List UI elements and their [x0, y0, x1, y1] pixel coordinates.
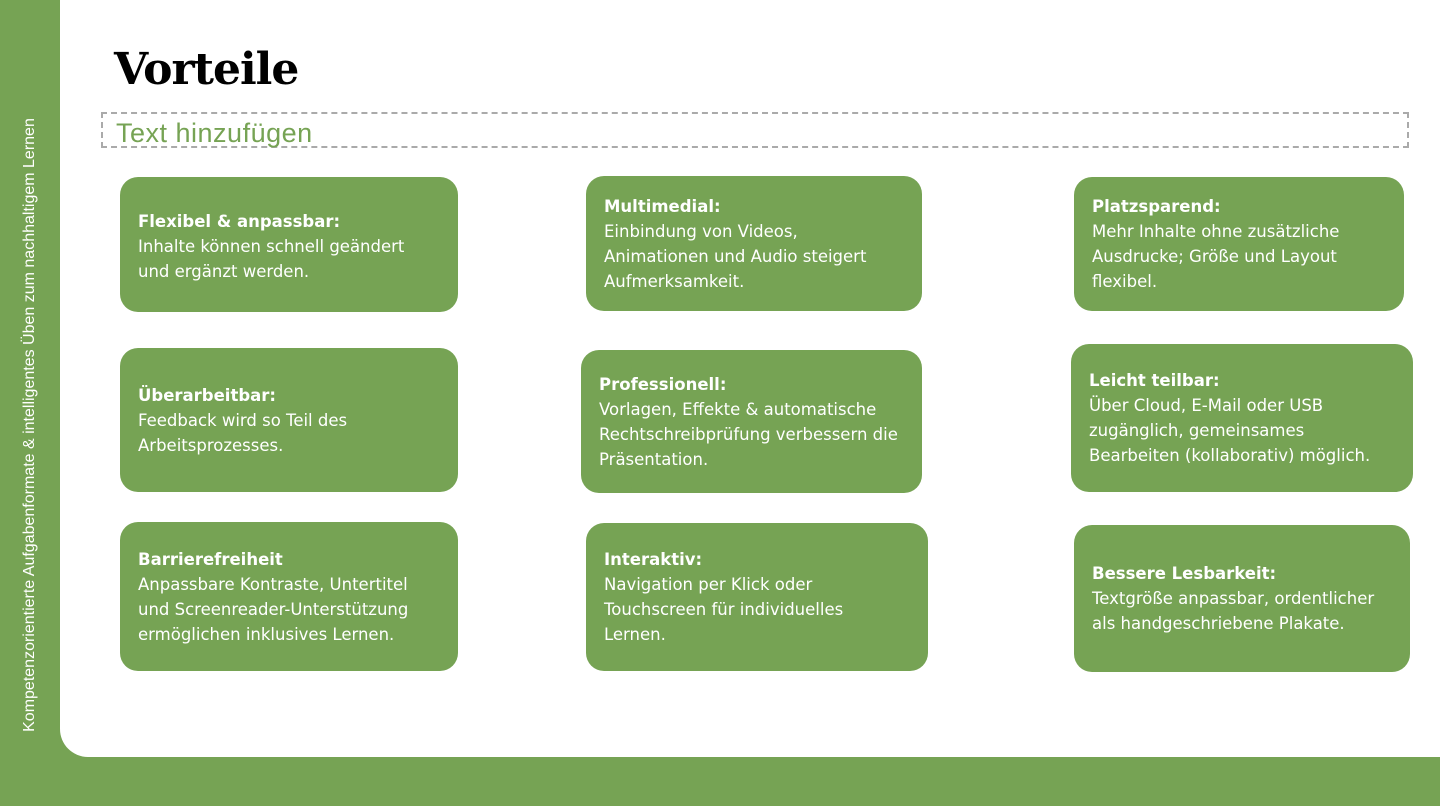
- sidebar-text: Kompetenzorientierte Aufgabenformate & i…: [21, 118, 38, 732]
- card-flexibel[interactable]: Flexibel & anpassbar: Inhalte können schn…: [120, 177, 458, 312]
- sidebar: Kompetenzorientierte Aufgabenformate & i…: [0, 0, 60, 806]
- card-leicht-teilbar[interactable]: Leicht teilbar: Über Cloud, E-Mail oder U…: [1071, 344, 1413, 492]
- card-body: Mehr Inhalte ohne zusätzliche Ausdrucke;…: [1092, 222, 1340, 291]
- card-multimedial[interactable]: Multimedial: Einbindung von Videos, Anima…: [586, 176, 922, 311]
- subtitle-placeholder[interactable]: Text hinzufügen: [101, 112, 1409, 148]
- card-body: Navigation per Klick oder Touchscreen fü…: [604, 575, 844, 644]
- card-body: Über Cloud, E-Mail oder USB zugänglich, …: [1089, 396, 1371, 465]
- card-body: Anpassbare Kontraste, Untertitel und Scr…: [138, 574, 409, 644]
- card-platzsparend[interactable]: Platzsparend: Mehr Inhalte ohne zusätzlic…: [1074, 177, 1404, 311]
- card-heading: Bessere Lesbarkeit:: [1092, 564, 1277, 583]
- card-heading: Leicht teilbar:: [1089, 371, 1220, 390]
- card-heading: Barrierefreiheit: [138, 549, 283, 569]
- card-body: Textgröße anpassbar, ordentlicher als ha…: [1092, 589, 1375, 633]
- slide-title[interactable]: Vorteile: [114, 44, 299, 95]
- card-heading: Professionell:: [599, 374, 727, 394]
- card-interaktiv[interactable]: Interaktiv: Navigation per Klick oder Tou…: [586, 523, 928, 671]
- subtitle-placeholder-text: Text hinzufügen: [116, 118, 313, 148]
- card-heading: Multimedial:: [604, 196, 721, 216]
- card-body: Inhalte können schnell geändert und ergä…: [138, 237, 405, 281]
- card-body: Feedback wird so Teil des Arbeitsprozess…: [138, 410, 348, 455]
- card-heading: Flexibel & anpassbar:: [138, 212, 341, 231]
- card-bessere-lesbarkeit[interactable]: Bessere Lesbarkeit: Textgröße anpassbar, …: [1074, 525, 1410, 672]
- card-heading: Interaktiv:: [604, 550, 703, 569]
- card-heading: Überarbeitbar:: [138, 385, 277, 405]
- card-body: Einbindung von Videos, Animationen und A…: [604, 221, 867, 291]
- card-body: Vorlagen, Effekte & automatische Rechtsc…: [599, 399, 898, 469]
- card-professionell[interactable]: Professionell: Vorlagen, Effekte & automa…: [581, 350, 922, 493]
- card-ueberarbeitbar[interactable]: Überarbeitbar: Feedback wird so Teil des …: [120, 348, 458, 492]
- card-heading: Platzsparend:: [1092, 197, 1221, 216]
